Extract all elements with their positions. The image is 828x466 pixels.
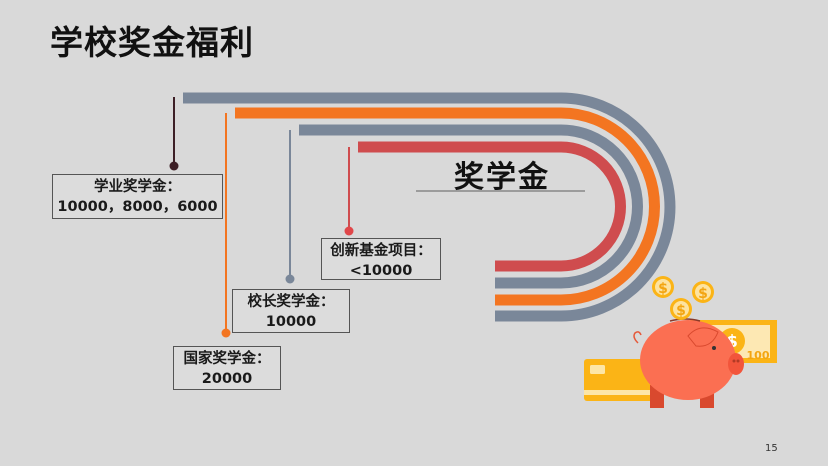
coin-dollar-sign: $ (676, 303, 686, 319)
coin-dollar-sign: $ (698, 286, 708, 302)
scholarship-box-president: 校长奖学金： 10000 (232, 289, 350, 333)
connector-dot-president (285, 274, 295, 284)
banknote-value: 100 (747, 349, 770, 362)
scholarship-amount: 20000 (201, 371, 253, 387)
page-number: 15 (765, 443, 778, 454)
coin-icon: $ (670, 298, 692, 320)
band-red (358, 141, 626, 272)
scholarship-box-academic: 学业奖学金： 10000，8000，6000 (52, 174, 223, 219)
piggy-bank-icon (633, 318, 744, 408)
scholarship-box-innovation: 创新基金项目： <10000 (321, 238, 441, 280)
scholarship-name: 学业奖学金： (94, 179, 181, 195)
scholarship-amount: 10000，8000，6000 (57, 199, 218, 215)
scholarship-amount: 10000 (265, 314, 317, 330)
band-outer-gray (183, 92, 676, 322)
scholarship-name: 校长奖学金： (247, 294, 335, 310)
scholarship-name: 创新基金项目： (330, 243, 432, 259)
coin-dollar-sign: $ (658, 281, 668, 297)
band-orange (235, 107, 660, 306)
banknote-dollar-sign: $ (726, 332, 738, 352)
coin-icon: $ (692, 281, 714, 303)
slide-title: 学校奖金福利 (50, 23, 254, 62)
scholarship-amount: <10000 (349, 263, 413, 279)
connector-dot-innovation (344, 226, 354, 236)
band-inner-gray (299, 124, 643, 289)
connector-dot-academic (169, 161, 179, 171)
scholarship-box-national: 国家奖学金： 20000 (173, 346, 281, 390)
scholarship-heading: 奖学金 (454, 160, 550, 195)
connector-dot-national (221, 328, 231, 338)
coin-icon: $ (652, 276, 674, 298)
scholarship-name: 国家奖学金： (183, 351, 271, 367)
